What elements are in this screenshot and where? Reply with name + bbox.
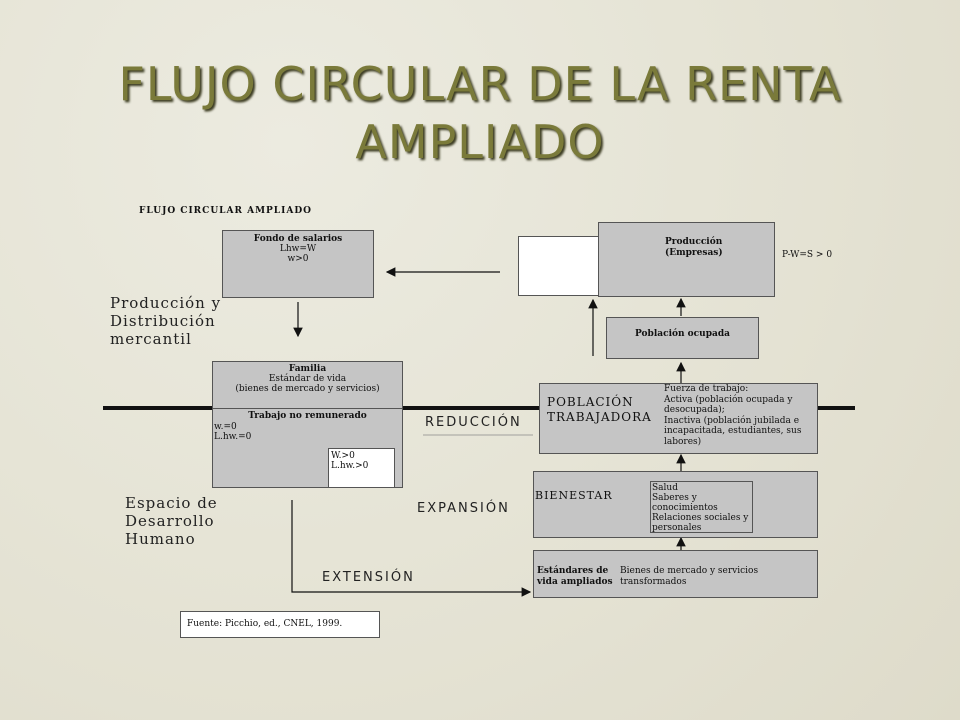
estandares-desc-1: Bienes de mercado y servicios (620, 566, 759, 576)
bienestar-label: BIENESTAR (535, 489, 613, 502)
trabajo-inner-box: W.>0 L.hw.>0 (328, 448, 395, 488)
expansion-label: EXPANSIÓN (417, 501, 510, 516)
estandares-box: Estándares de vida ampliados Bienes de m… (533, 550, 818, 598)
fondo-salarios-box: Fondo de salarios Lhw=W w>0 (222, 230, 374, 298)
estandares-title: Estándares de vida ampliados (537, 566, 613, 588)
pt-desc-6: labores) (664, 436, 702, 447)
bienestar-item-4: personales (652, 523, 702, 533)
pt-desc-4: Inactiva (población jubilada e (664, 415, 800, 426)
side-top-line-3: mercantil (110, 330, 192, 348)
diagram-heading: FLUJO CIRCULAR AMPLIADO (139, 206, 312, 216)
fondo-title: Fondo de salarios (253, 234, 343, 244)
pt-desc-1: Fuerza de trabajo: (664, 384, 749, 394)
poblacion-trabajadora-title: POBLACIÓN TRABAJADORA (547, 395, 652, 425)
trabajo-inner-line-2: L.hw.>0 (331, 461, 369, 471)
side-bottom-line-2: Desarrollo (125, 512, 215, 530)
fondo-line-2: w>0 (287, 254, 309, 264)
produccion-subtitle: (Empresas) (665, 248, 723, 258)
pt-desc-2: Activa (población ocupada y (664, 394, 793, 405)
produccion-white-box (518, 236, 600, 296)
produccion-formula: P-W=S > 0 (782, 250, 833, 260)
slide-title-line-2: AMPLIADO (355, 115, 605, 169)
familia-box: Familia Estándar de vida (bienes de merc… (212, 361, 403, 409)
bienestar-item-3: Relaciones sociales y (652, 513, 749, 523)
arrow-familia-to-estandares (291, 500, 532, 597)
familia-title: Familia (288, 364, 327, 374)
trabajo-line-1: w.=0 (214, 422, 237, 432)
pt-desc-3: desocupada); (664, 405, 725, 415)
familia-line-2: (bienes de mercado y servicios) (235, 384, 380, 394)
poblacion-trabajadora-box: POBLACIÓN TRABAJADORA Fuerza de trabajo:… (539, 383, 818, 454)
bienestar-items-box: Salud Saberes y conocimientos Relaciones… (650, 481, 753, 533)
bienestar-items: Salud Saberes y conocimientos Relaciones… (652, 483, 752, 533)
bienestar-item-2: Saberes y conocimientos (652, 493, 718, 513)
poblacion-trabajadora-desc: Fuerza de trabajo: Activa (población ocu… (664, 384, 801, 447)
poblacion-ocupada-label: Población ocupada (635, 329, 730, 339)
produccion-title: Producción (665, 237, 723, 247)
pt-title-line-2: TRABAJADORA (547, 410, 652, 424)
side-bottom-line-3: Humano (125, 530, 196, 548)
fuente-box: Fuente: Picchio, ed., CNEL, 1999. (180, 611, 380, 638)
estandares-line-1: Estándares de (537, 566, 609, 576)
side-top-line-2: Distribución (110, 312, 216, 330)
trabajo-line-2: L.hw.=0 (214, 432, 252, 442)
reduccion-label: REDUCCIÓN (425, 415, 522, 430)
pt-desc-5: incapacitada, estudiantes, sus (664, 426, 802, 436)
pt-title-line-1: POBLACIÓN (547, 395, 634, 409)
side-top-line-1: Producción y (110, 294, 222, 312)
extension-label: EXTENSIÓN (322, 570, 415, 585)
estandares-desc: Bienes de mercado y servicios transforma… (620, 566, 758, 588)
side-text-espacio: Espacio de Desarrollo Humano (125, 494, 218, 548)
trabajo-title: Trabajo no remunerado (248, 411, 367, 421)
side-text-produccion: Producción y Distribución mercantil (110, 294, 221, 348)
fondo-line-1: Lhw=W (279, 244, 317, 254)
bienestar-box: BIENESTAR Salud Saberes y conocimientos … (533, 471, 818, 538)
trabajo-inner-line-1: W.>0 (331, 451, 355, 461)
bienestar-item-1: Salud (652, 483, 678, 493)
familia-line-1: Estándar de vida (268, 374, 347, 384)
produccion-box: Producción (Empresas) (598, 222, 775, 297)
side-bottom-line-1: Espacio de (125, 494, 218, 512)
poblacion-ocupada-box: Población ocupada (606, 317, 759, 359)
estandares-desc-2: transformados (620, 577, 687, 587)
slide-title-line-1: FLUJO CIRCULAR DE LA RENTA (118, 57, 842, 111)
fuente-text: Fuente: Picchio, ed., CNEL, 1999. (187, 619, 343, 629)
estandares-line-2: vida ampliados (537, 577, 613, 587)
